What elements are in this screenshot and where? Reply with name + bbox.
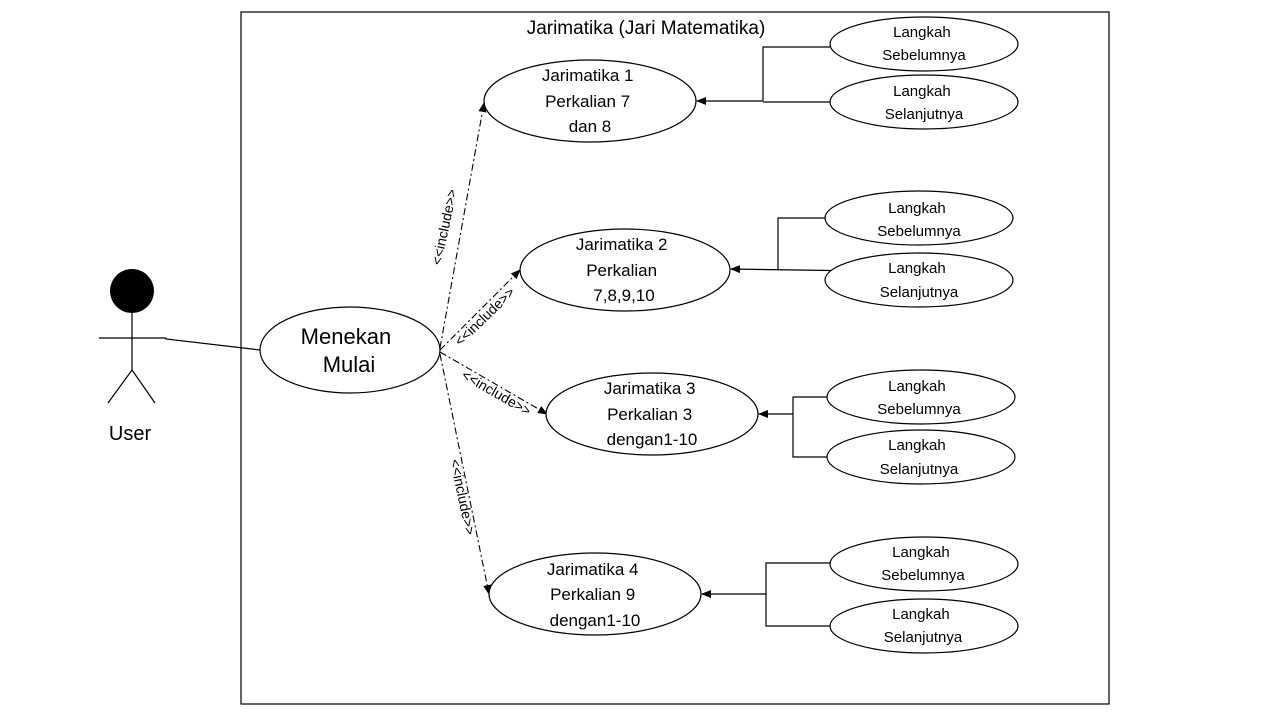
system-title: Jarimatika (Jari Matematika) [527, 18, 766, 39]
use-case-3-line-2: Perkalian 3 [607, 405, 692, 424]
step-next-2-line-2: Selanjutnya [880, 284, 959, 301]
step-previous-4-line-2: Sebelumnya [881, 567, 965, 584]
svg-text:Jarimatika 3 Perkalian 3: Jarimatika 3 Perkalian 3 dengan1-10 [604, 379, 700, 449]
step-previous-3-line-1: Langkah [888, 378, 946, 395]
step-previous-1-line-2: Sebelumnya [882, 47, 966, 64]
use-case-3-line-1: Jarimatika 3 [604, 379, 696, 398]
actor-label: User [109, 423, 152, 445]
main-use-case-line-1: Menekan [301, 324, 392, 349]
svg-text:Langkah Selanjutnya: Langkah Selanjutnya [880, 437, 959, 478]
step-next-4-line-1: Langkah [892, 606, 950, 623]
svg-text:Langkah Sebelumnya: Langkah Sebelumnya [882, 24, 966, 64]
use-case-jarimatika-2: Jarimatika 2 Perkalian 7,8,9,10 [519, 228, 731, 312]
step-next-3: Langkah Selanjutnya [826, 429, 1016, 485]
step-previous-4-line-1: Langkah [892, 544, 950, 561]
svg-text:Langkah Sebelumnya: Langkah Sebelumnya [877, 200, 961, 240]
step-previous-3-line-2: Sebelumnya [877, 401, 961, 418]
use-case-1-line-2: Perkalian 7 [545, 92, 630, 111]
use-case-1-line-1: Jarimatika 1 [542, 66, 634, 85]
include-edge-1 [439, 102, 487, 349]
step-next-3-line-1: Langkah [888, 437, 946, 454]
step-next-4: Langkah Selanjutnya [829, 598, 1019, 654]
step-previous-3: Langkah Sebelumnya [826, 369, 1016, 425]
step-previous-2-line-2: Sebelumnya [877, 223, 961, 240]
step-previous-2: Langkah Sebelumnya [824, 190, 1014, 246]
svg-text:Langkah Sebelumnya: Langkah Sebelumnya [881, 544, 965, 584]
actor-user: User [99, 269, 166, 445]
actor-association [165, 338, 261, 351]
use-case-jarimatika-3: Jarimatika 3 Perkalian 3 dengan1-10 [545, 372, 759, 456]
step-previous-1: Langkah Sebelumnya [829, 16, 1019, 72]
use-case-4-line-2: Perkalian 9 [550, 585, 635, 604]
svg-text:Jarimatika 2 Perkalian: Jarimatika 2 Perkalian 7,8,9,10 [576, 235, 672, 305]
connector-1-prev [762, 46, 830, 101]
main-use-case-line-2: Mulai [323, 352, 376, 377]
svg-text:Langkah Sebelumnya: Langkah Sebelumnya [877, 378, 961, 418]
include-label-1: <<include>> [428, 188, 460, 267]
svg-text:Langkah Selanjutnya: Langkah Selanjutnya [880, 260, 959, 301]
step-previous-4: Langkah Sebelumnya [829, 536, 1019, 592]
use-case-3-line-3: dengan1-10 [607, 430, 698, 449]
use-case-1-line-3: dan 8 [569, 117, 612, 136]
svg-text:Jarimatika 4 Perkalian 9: Jarimatika 4 Perkalian 9 dengan1-10 [547, 560, 643, 630]
include-label-2: <<include>> [451, 284, 518, 349]
svg-text:Langkah Selanjutnya: Langkah Selanjutnya [884, 606, 963, 646]
use-case-2-line-1: Jarimatika 2 [576, 235, 668, 254]
step-next-1: Langkah Selanjutnya [829, 74, 1019, 130]
use-case-2-line-2: Perkalian [586, 261, 657, 280]
use-case-4-line-3: dengan1-10 [550, 611, 641, 630]
step-previous-2-line-1: Langkah [888, 200, 946, 217]
include-label-3: <<include>> [459, 366, 534, 418]
step-next-2: Langkah Selanjutnya [824, 252, 1014, 308]
svg-text:Langkah Selanjutnya: Langkah Selanjutnya [885, 83, 964, 123]
step-next-1-line-1: Langkah [893, 83, 951, 100]
include-edge-4 [439, 353, 492, 595]
use-case-jarimatika-1: Jarimatika 1 Perkalian 7 dan 8 [483, 59, 697, 143]
use-case-jarimatika-4: Jarimatika 4 Perkalian 9 dengan1-10 [488, 552, 702, 636]
step-previous-1-line-1: Langkah [893, 24, 951, 41]
include-edge-2 [439, 269, 521, 351]
system-boundary [240, 11, 1110, 705]
step-next-2-line-1: Langkah [888, 260, 946, 277]
step-next-4-line-2: Selanjutnya [884, 629, 963, 646]
include-label-4: <<include>> [447, 458, 479, 537]
use-case-2-line-3: 7,8,9,10 [593, 286, 654, 305]
include-edge-3 [439, 351, 548, 415]
use-case-menekan-mulai: Menekan Mulai [259, 306, 441, 394]
svg-text:Jarimatika 1 Perkalian 7: Jarimatika 1 Perkalian 7 dan 8 [542, 66, 638, 136]
step-next-3-line-2: Selanjutnya [880, 461, 959, 478]
connector-3-bracket [792, 396, 828, 458]
use-case-4-line-1: Jarimatika 4 [547, 560, 639, 579]
actor-head [110, 269, 154, 313]
svg-text:Menekan Mulai: Menekan Mulai [301, 324, 398, 377]
connector-4-bracket [765, 562, 830, 627]
step-next-1-line-2: Selanjutnya [885, 106, 964, 123]
connector-2-prev [777, 217, 826, 270]
